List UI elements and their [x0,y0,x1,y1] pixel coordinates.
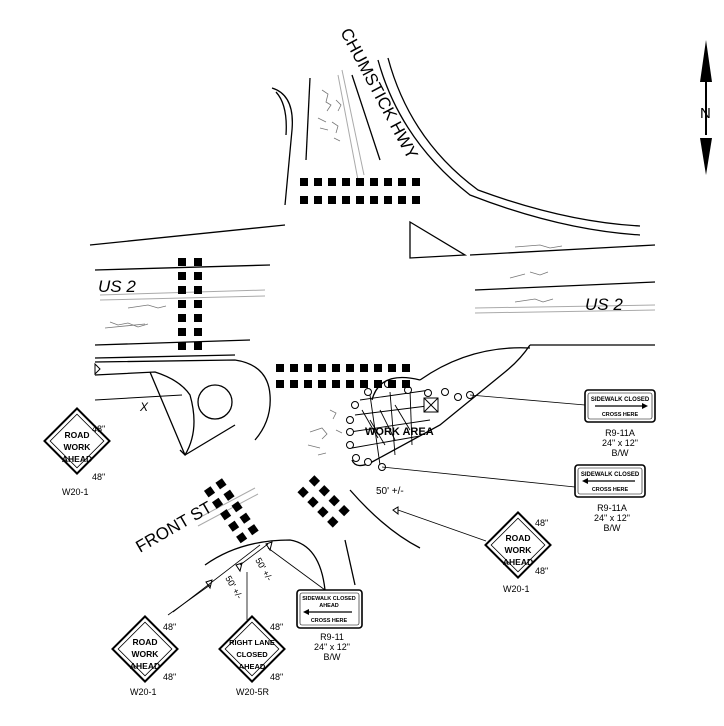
sign-bottom-text: CROSS HERE [592,487,629,493]
sign-sidewalk-closed-2: SIDEWALK CLOSED CROSS HERE R9-11A 24" x … [574,464,646,533]
work-area-label: WORK AREA [365,426,434,438]
dimension-x: X [139,400,149,414]
arrow-right-icon [642,403,648,409]
sign-size-top: 48" [92,424,105,434]
sign-top-text: SIDEWALK CLOSED [302,596,356,602]
sign-code: R9-11A [597,503,627,513]
street-label-us2-west: US 2 [98,277,136,296]
sign-size-bottom: 48" [92,472,105,482]
sign-code: W20-1 [62,487,89,497]
sign-line-3: AHEAD [503,557,533,567]
sign-line-1: ROAD [132,637,157,647]
sign-color: B/W [604,523,622,533]
crosswalk-north [300,178,420,204]
crosswalk-front-st [203,475,350,544]
sign-line-2: WORK [132,649,160,659]
sign-line-3: AHEAD [130,661,160,671]
sign-size: 24" x 12" [602,438,638,448]
sign-code: W20-5R [236,687,270,697]
sign-middle-text: AHEAD [319,603,339,609]
sign-line-1: ROAD [64,430,89,440]
north-label: N [700,105,711,122]
front-st-road: X [94,359,421,591]
sign-size-top: 48" [270,622,283,632]
distance-label-50-c: 50' +/- [223,574,244,601]
sign-color: B/W [612,448,630,458]
sign-line-3: AHEAD [62,454,92,464]
arrow-left-icon [582,478,588,484]
arrow-left-icon [303,609,309,615]
sign-road-work-ahead-right: ROAD WORK AHEAD 48" 48" W20-1 [484,511,552,594]
street-label-chumstick: CHUMSTICK HWY [336,25,421,162]
sign-code: W20-1 [503,584,530,594]
street-label-us2-east: US 2 [585,295,623,314]
sign-sidewalk-closed-ahead: SIDEWALK CLOSED AHEAD CROSS HERE R9-11 2… [296,589,363,662]
sign-line-3: AHEAD [239,662,266,671]
sign-size-bottom: 48" [163,672,176,682]
distance-label-50-b: 50' +/- [253,556,274,583]
chumstick-hwy-road [271,57,641,236]
sign-size-top: 48" [163,622,176,632]
sign-code: R9-11A [605,428,635,438]
sign-code: R9-11 [320,632,344,642]
sign-line-1: ROAD [505,533,530,543]
distance-label-50-a: 50' +/- [376,486,404,497]
sign-bottom-text: CROSS HERE [311,618,348,624]
street-label-front: FRONT ST [133,498,216,557]
sign-size: 24" x 12" [594,513,630,523]
crosswalk-west [178,258,202,350]
sign-size-bottom: 48" [270,672,283,682]
sign-line-2: WORK [505,545,533,555]
sign-size-bottom: 48" [535,566,548,576]
sign-color: B/W [324,652,342,662]
sign-line-2: WORK [64,442,92,452]
sign-line-1: RIGHT LANE [229,638,275,647]
us2-road [89,220,656,359]
sign-bottom-text: CROSS HERE [602,412,639,418]
sign-top-text: SIDEWALK CLOSED [591,397,650,403]
sign-sidewalk-closed-1: SIDEWALK CLOSED CROSS HERE R9-11A 24" x … [584,389,656,458]
sign-code: W20-1 [130,687,157,697]
sign-road-work-ahead-left: ROAD WORK AHEAD 48" 48" W20-1 [43,407,111,497]
sign-size-top: 48" [535,518,548,528]
sign-size: 24" x 12" [314,642,350,652]
sign-road-work-ahead-bottom: ROAD WORK AHEAD 48" 48" W20-1 [111,615,179,697]
sign-top-text: SIDEWALK CLOSED [581,472,640,478]
work-zone: WORK AREA 50' +/- [307,344,586,542]
north-arrow: N [700,40,712,175]
sign-line-2: CLOSED [236,650,268,659]
sign-right-lane-closed-ahead: RIGHT LANE CLOSED AHEAD 48" 48" W20-5R [218,615,286,697]
crosswalk-south [276,364,410,388]
